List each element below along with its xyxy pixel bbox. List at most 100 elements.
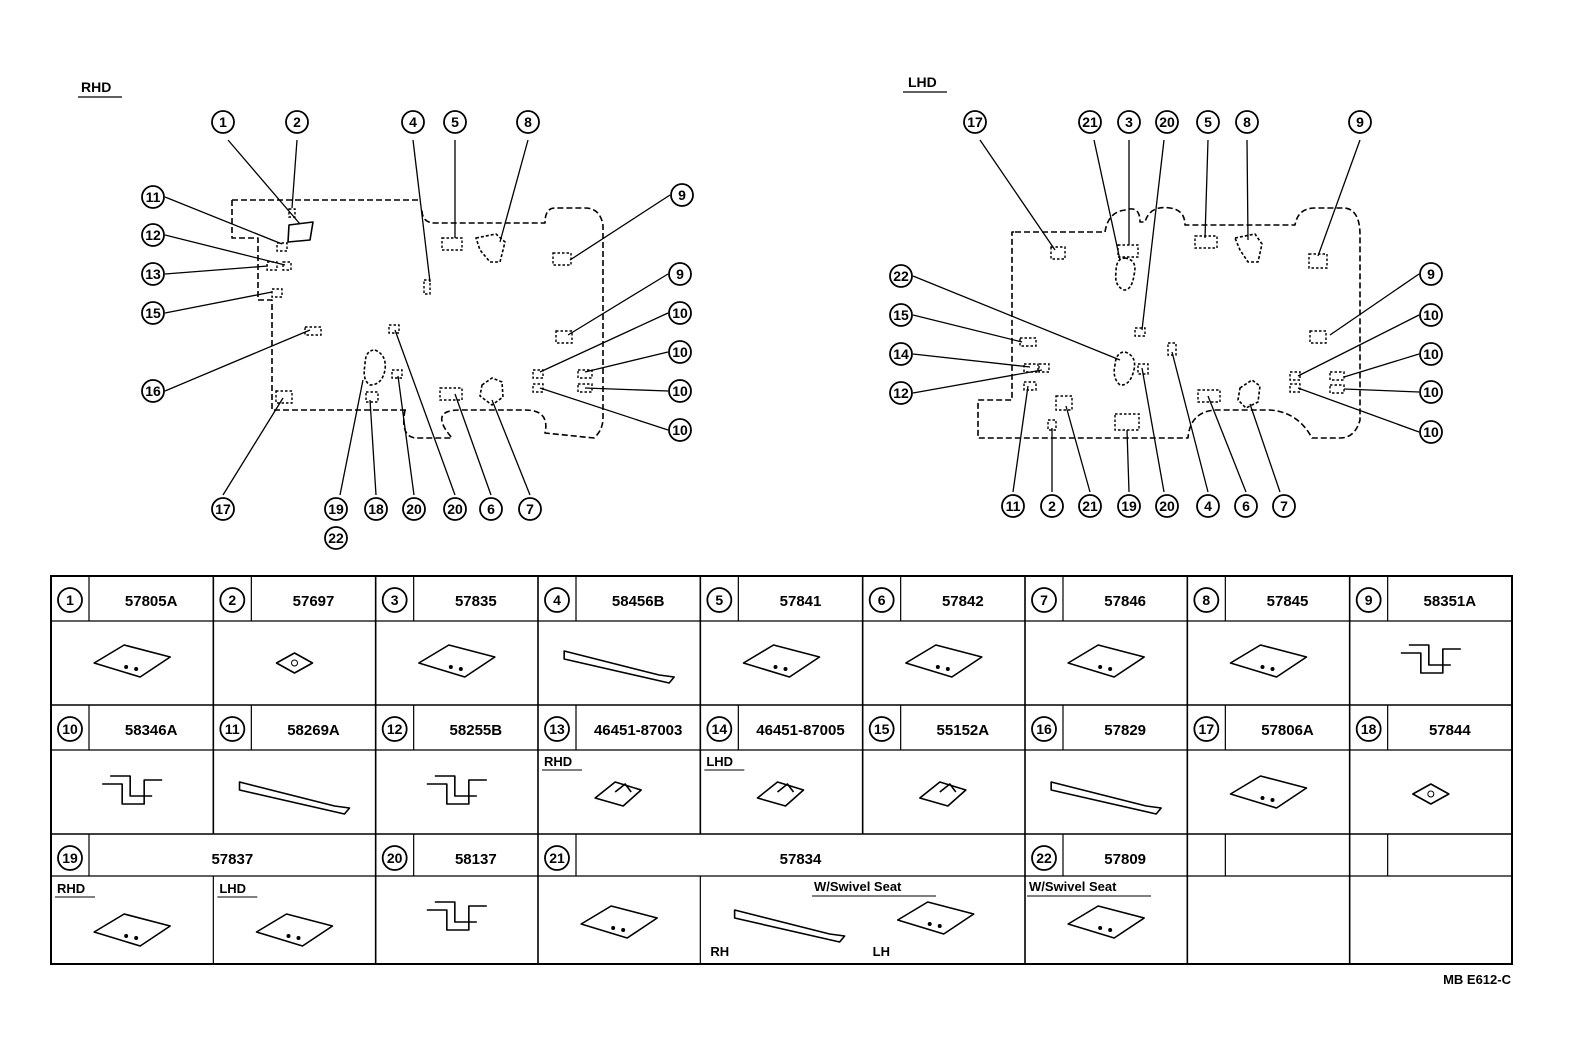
fastener-mark (1050, 246, 1066, 260)
plate-outline (1229, 644, 1308, 678)
callout-circle (1117, 494, 1141, 518)
strip-outline (1050, 781, 1162, 815)
fastener-mark (1289, 371, 1301, 381)
leader-line (1343, 388, 1420, 393)
hole (783, 667, 788, 671)
lhd-part-7 (1237, 379, 1261, 409)
callout-2: 2 (285, 110, 309, 134)
callout-circle (1419, 380, 1443, 404)
callout-16: 16 (141, 379, 165, 403)
part-illustration (275, 652, 314, 674)
fastener-mark (555, 330, 573, 344)
plate-outline (896, 901, 975, 935)
hole (286, 934, 291, 938)
hole (1270, 667, 1275, 671)
plate-outline (905, 644, 983, 678)
callout-circle (57, 845, 83, 871)
callout-20: 20 (1155, 110, 1179, 134)
callout-circle (868, 587, 895, 613)
fastener-mark (552, 252, 572, 266)
callout-16: 16 (1031, 716, 1057, 742)
callout-10: 10 (57, 716, 83, 742)
hole (1098, 926, 1103, 930)
callout-number: 1 (219, 114, 227, 130)
leader-line (1246, 139, 1249, 241)
part-number: 57829 (1104, 722, 1146, 739)
fastener-mark (1289, 383, 1301, 393)
fastener-mark (365, 391, 379, 403)
callout-number: 2 (228, 592, 236, 608)
callout-circle (1355, 716, 1382, 742)
callout-20: 20 (381, 845, 408, 871)
callout-14: 14 (889, 342, 913, 366)
callout-circle (889, 342, 913, 366)
fastener-mark (1023, 381, 1037, 391)
part-illustration (93, 913, 171, 947)
callout-circle (57, 587, 83, 613)
callout-number: 21 (549, 850, 565, 866)
callout-circle (1193, 587, 1220, 613)
callout-6: 6 (1234, 494, 1258, 518)
callout-20: 20 (402, 497, 426, 521)
part-number: 58255B (450, 722, 503, 739)
leader-line (1141, 139, 1165, 331)
callout-10: 10 (668, 418, 692, 442)
callout-circle (1235, 110, 1259, 134)
callout-21: 21 (1078, 494, 1102, 518)
leader-line (412, 139, 431, 283)
callout-circle (1078, 494, 1102, 518)
callout-number: 12 (145, 227, 161, 243)
plate-outline (93, 913, 171, 947)
callout-10: 10 (1419, 380, 1443, 404)
leader-line (164, 196, 283, 245)
lhd-part-8 (1234, 233, 1263, 263)
callout-circle (141, 223, 165, 247)
callout-number: 16 (1036, 721, 1052, 737)
part-illustration (418, 644, 496, 678)
hole (1108, 667, 1113, 671)
fastener-mark (1038, 363, 1050, 373)
callout-circle (402, 497, 426, 521)
callout-3: 3 (381, 587, 408, 613)
callout-number: 17 (967, 114, 983, 130)
option-note: W/Swivel Seat (814, 879, 902, 894)
fastener-mark (1114, 413, 1140, 431)
hole (296, 936, 301, 940)
callout-circle (668, 262, 692, 286)
callout-4: 4 (544, 587, 570, 613)
callout-number: 9 (1365, 592, 1373, 608)
leader-line (1141, 367, 1165, 493)
part-illustration (580, 905, 658, 939)
callout-1: 1 (211, 110, 235, 134)
callout-number: 20 (406, 501, 422, 517)
callout-circle (1419, 420, 1443, 444)
leader-line (1171, 351, 1209, 493)
callout-17: 17 (963, 110, 987, 134)
callout-circle (219, 716, 246, 742)
part-illustration (1400, 644, 1461, 674)
rhd-part-1 (287, 221, 314, 243)
callout-number: 17 (215, 501, 231, 517)
fastener-mark (532, 369, 544, 379)
callout-10: 10 (668, 340, 692, 364)
fastener-mark (1194, 235, 1218, 249)
part-illustration (919, 781, 967, 807)
callout-9: 9 (1348, 110, 1372, 134)
variant-label: LHD (219, 881, 246, 896)
callout-number: 22 (893, 268, 909, 284)
callout-17: 17 (211, 497, 235, 521)
callout-number: 8 (524, 114, 532, 130)
callout-number: 3 (1125, 114, 1133, 130)
callout-5: 5 (443, 110, 467, 134)
fastener-mark (1308, 253, 1328, 269)
callout-circle (1419, 303, 1443, 327)
fastener-mark (304, 326, 322, 336)
callout-9: 9 (1419, 262, 1443, 286)
callout-number: 10 (1423, 384, 1439, 400)
leader-line (164, 329, 311, 392)
callout-number: 20 (447, 501, 463, 517)
leader-line (912, 314, 1023, 343)
callout-11: 11 (1001, 494, 1025, 518)
